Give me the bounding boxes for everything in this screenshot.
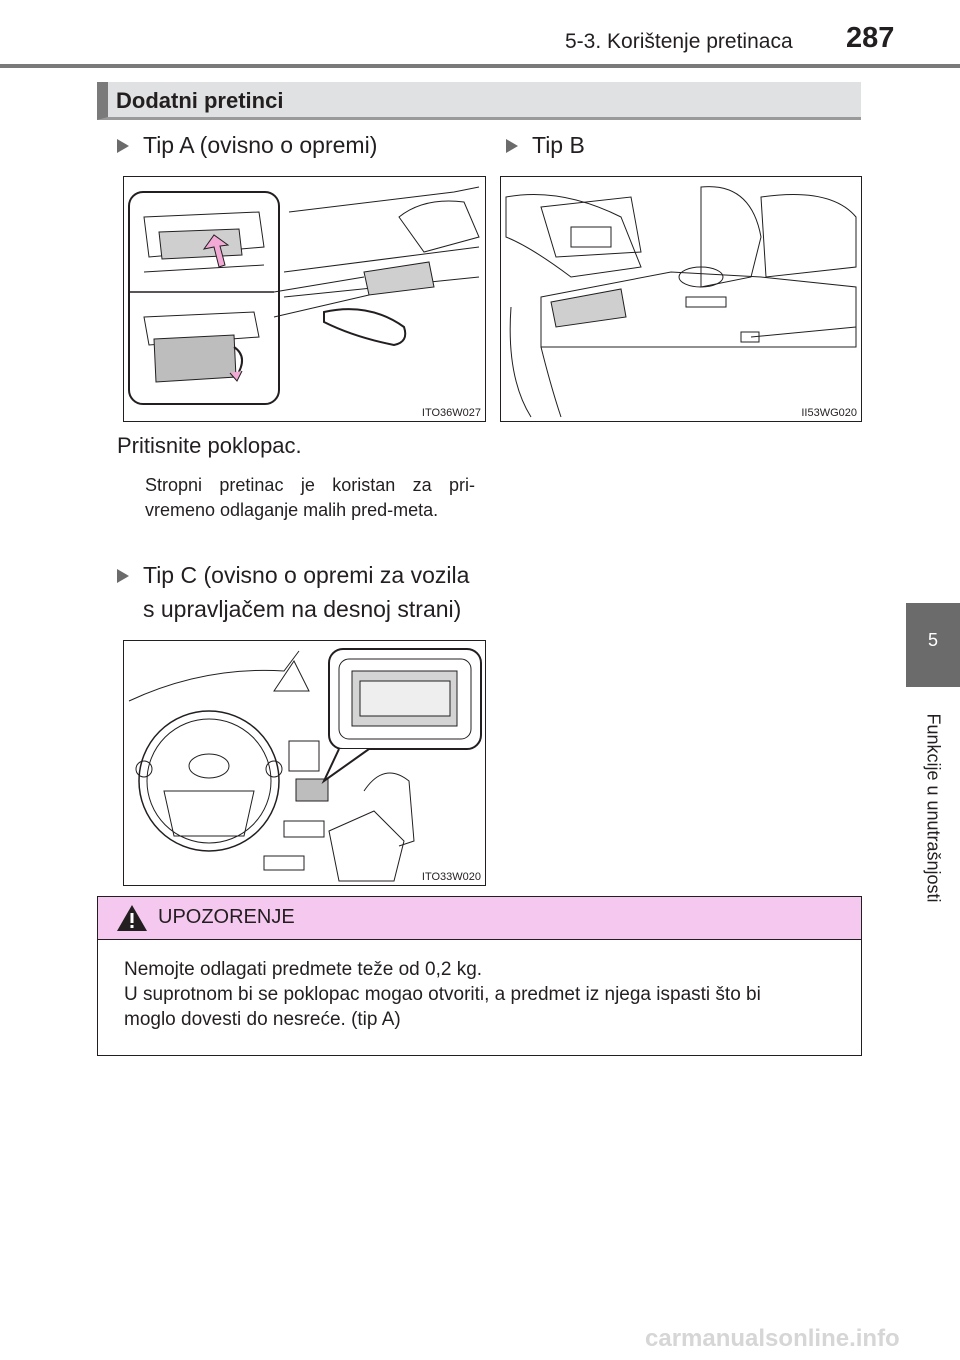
bullet-triangle-icon (506, 139, 518, 153)
bullet-type-a-text: Tip A (ovisno o opremi) (143, 132, 378, 158)
figure-b-code: II53WG020 (801, 407, 857, 419)
section-heading-bar: Dodatni pretinci (97, 82, 861, 120)
warning-header: UPOZORENJE (98, 897, 861, 940)
figure-type-b: II53WG020 (500, 176, 862, 422)
watermark-text: carmanualsonline.info (645, 1325, 900, 1352)
bullet-triangle-icon (117, 569, 129, 583)
note-text: Stropni pretinac je koristan za pri-vrem… (145, 473, 475, 523)
bullet-triangle-icon (117, 139, 129, 153)
warning-title: UPOZORENJE (158, 906, 295, 928)
chapter-tab-label: Funkcije u unutrašnjosti (923, 712, 944, 903)
figure-a-code: ITO36W027 (421, 407, 481, 419)
overhead-console-illustration (128, 186, 480, 405)
warning-line-1: Nemojte odlagati predmete teže od 0,2 kg… (124, 959, 483, 980)
warning-line-3: moglo dovesti do nesreće. (tip A) (124, 1009, 401, 1030)
chapter-tab: 5 (906, 603, 960, 687)
running-header: 5-3. Korištenje pretinaca (565, 30, 793, 53)
figure-type-a: ITO36W027 (123, 176, 486, 422)
warning-box: UPOZORENJE Nemojte odlagati predmete tež… (97, 896, 862, 1056)
chapter-tab-label-box: Funkcije u unutrašnjosti (906, 690, 960, 925)
center-console-illustration (505, 186, 857, 418)
warning-triangle-icon (117, 905, 147, 931)
warning-line-2: U suprotnom bi se poklopac mogao otvorit… (124, 984, 761, 1005)
bullet-type-c-text-1: Tip C (ovisno o opremi za vozila (143, 562, 470, 588)
note-text-content: Stropni pretinac je koristan za pri-vrem… (145, 475, 475, 520)
section-heading: Dodatni pretinci (116, 88, 284, 113)
instruction-text: Pritisnite poklopac. (117, 433, 302, 458)
figure-c-code: ITO33W020 (421, 871, 481, 883)
bullet-type-b-text: Tip B (532, 132, 585, 158)
bullet-type-c-text-2: s upravljačem na desnoj strani) (143, 596, 462, 622)
figure-type-c: ITO33W020 (123, 640, 486, 886)
header-rule (0, 64, 960, 68)
page-number: 287 (846, 22, 895, 54)
warning-body: Nemojte odlagati predmete teže od 0,2 kg… (124, 957, 854, 1032)
dashboard-compartment-illustration (128, 648, 482, 882)
